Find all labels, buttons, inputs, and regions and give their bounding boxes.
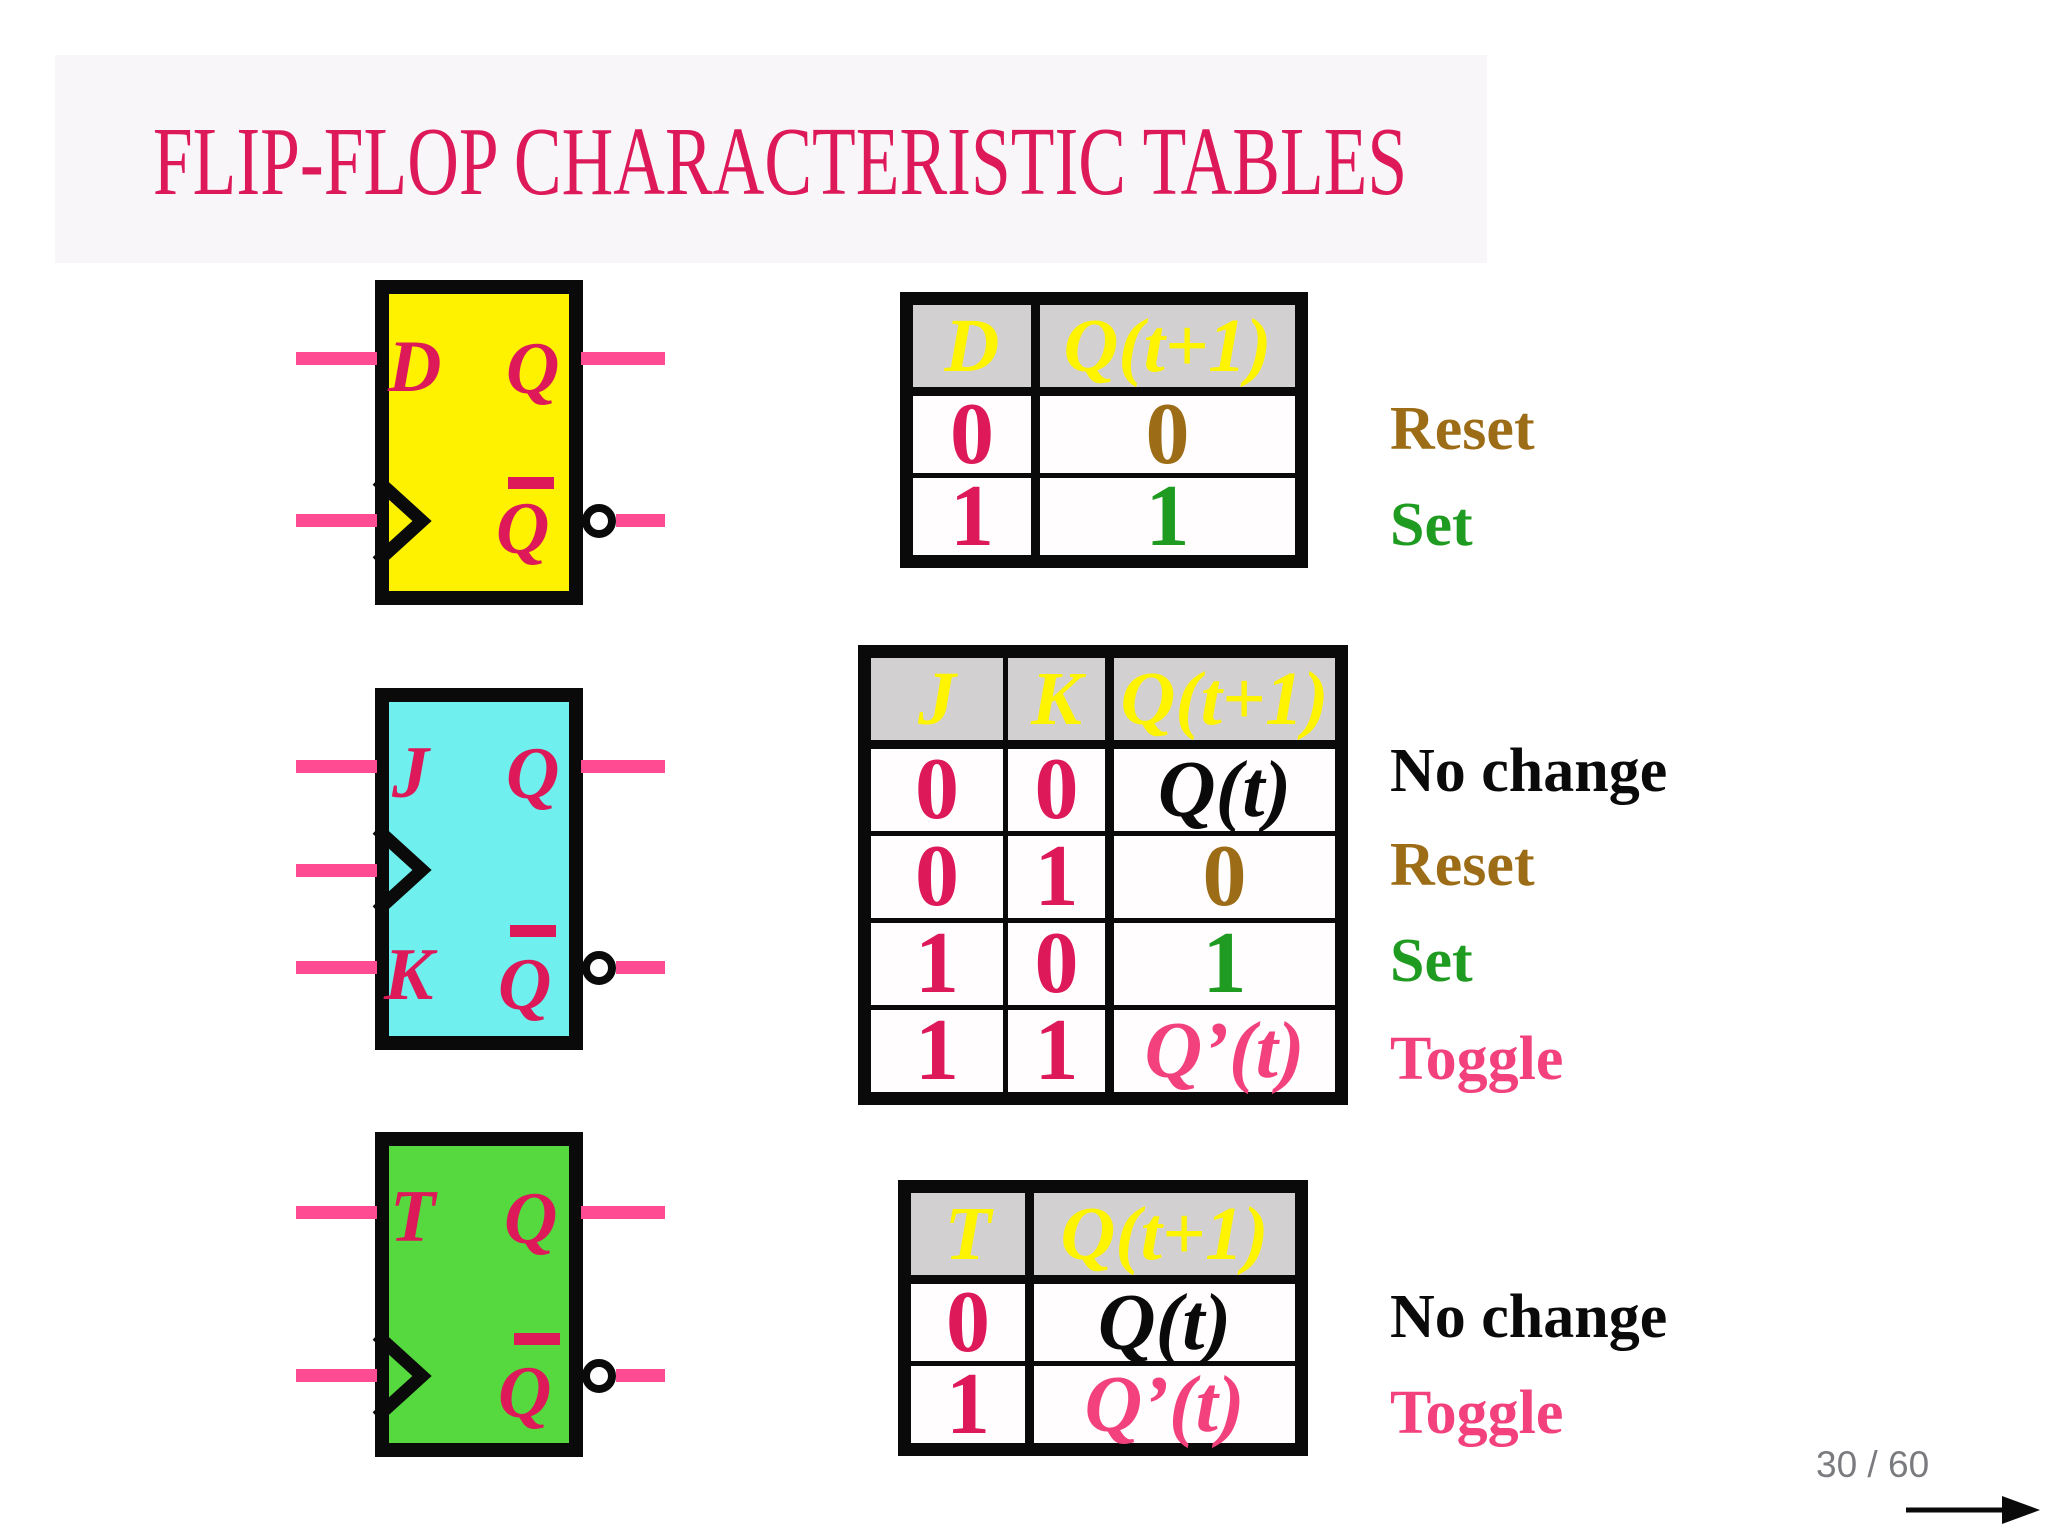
table-cell: 1 [871, 1007, 1008, 1095]
header-cell: Q(t+1) [1120, 657, 1329, 741]
d-q-label: Q [506, 328, 560, 410]
annotation-reset: Reset [1390, 831, 1535, 899]
table-cell: 0 [1008, 920, 1114, 1008]
table-cell: Q(t) [1157, 746, 1292, 834]
header-cell: D [913, 305, 1040, 387]
table-cell: 1 [1008, 833, 1114, 921]
header-cell: T [911, 1193, 1034, 1275]
jk-qbar-label: Q [498, 944, 552, 1026]
table-row: 0 1 0 [871, 828, 1335, 925]
jk-qbar-overbar [510, 925, 556, 937]
t-q-output-wire [581, 1206, 665, 1219]
d-clock-triangle-icon [372, 475, 432, 567]
annotation-reset: Reset [1390, 395, 1535, 463]
t-qbar-output-wire [616, 1369, 665, 1382]
table-row: 1 0 1 [871, 915, 1335, 1012]
t-clock-wire [296, 1369, 377, 1382]
page-indicator: 30 / 60 [1816, 1444, 1930, 1485]
title-band [55, 55, 1487, 263]
table-cell: Q’(t) [1144, 1007, 1305, 1095]
jk-q-label: Q [506, 733, 560, 815]
d-characteristic-table: D Q(t+1) 0 0 1 1 [900, 292, 1308, 568]
t-flipflop-box [375, 1132, 583, 1457]
table-cell: 0 [1202, 828, 1247, 925]
header-cell: K [1008, 658, 1114, 740]
d-clock-wire [296, 514, 377, 527]
table-cell: 1 [1202, 915, 1247, 1012]
table-header-row: T Q(t+1) [911, 1193, 1295, 1284]
d-flipflop-box [375, 280, 583, 605]
table-cell: 1 [1008, 1007, 1114, 1095]
d-qbar-label: Q [496, 488, 550, 570]
jk-characteristic-table: J K Q(t+1) 0 0 Q(t) 0 1 0 1 0 1 1 1 Q’(t… [858, 645, 1348, 1105]
t-qbar-label: Q [498, 1352, 552, 1434]
d-qbar-output-wire [616, 514, 665, 527]
table-row: 0 0 Q(t) [871, 746, 1335, 834]
table-cell: 0 [871, 746, 1008, 834]
jk-j-label: J [392, 732, 429, 814]
table-cell: Q’(t) [1084, 1360, 1245, 1449]
header-cell: Q(t+1) [1063, 304, 1272, 388]
table-header-row: J K Q(t+1) [871, 658, 1335, 749]
table-cell: 1 [1145, 467, 1190, 565]
d-q-output-wire [581, 352, 665, 365]
t-input-label: T [390, 1176, 436, 1258]
t-clock-triangle-icon [372, 1330, 432, 1422]
table-row: 0 Q(t) [911, 1278, 1295, 1367]
table-cell: 0 [1008, 746, 1114, 834]
jk-q-output-wire [581, 760, 665, 773]
d-qbar-overbar [508, 477, 554, 489]
header-cell: Q(t+1) [1060, 1192, 1269, 1276]
jk-qbar-output-wire [616, 961, 665, 974]
table-cell: 1 [913, 472, 1040, 560]
table-row: 0 0 [913, 385, 1295, 483]
table-cell: 0 [913, 390, 1040, 478]
jk-k-input-wire [296, 961, 377, 974]
table-row: 1 1 [913, 467, 1295, 565]
jk-flipflop-box [375, 688, 583, 1050]
annotation-set: Set [1390, 491, 1473, 559]
table-cell: 1 [911, 1360, 1034, 1448]
table-header-row: D Q(t+1) [913, 305, 1295, 396]
t-characteristic-table: T Q(t+1) 0 Q(t) 1 Q’(t) [898, 1180, 1308, 1456]
jk-k-label: K [384, 934, 434, 1016]
table-cell: 1 [871, 920, 1008, 1008]
jk-clock-wire [296, 864, 377, 877]
table-row: 1 Q’(t) [911, 1360, 1295, 1449]
t-input-wire [296, 1206, 377, 1219]
table-cell: 0 [911, 1278, 1034, 1366]
table-cell: 0 [871, 833, 1008, 921]
annotation-toggle: Toggle [1390, 1379, 1564, 1447]
jk-j-input-wire [296, 760, 377, 773]
table-row: 1 1 Q’(t) [871, 1005, 1335, 1095]
annotation-no-change: No change [1390, 1283, 1668, 1351]
page-title: FLIP-FLOP CHARACTERISTIC TABLES [152, 108, 1408, 216]
jk-clock-triangle-icon [372, 824, 432, 916]
t-q-label: Q [504, 1178, 558, 1260]
jk-inversion-bubble [582, 951, 616, 985]
d-input-label: D [388, 326, 442, 408]
d-input-wire [296, 352, 377, 365]
next-arrow-icon[interactable] [1900, 1488, 2048, 1532]
table-cell: Q(t) [1097, 1278, 1232, 1367]
annotation-no-change: No change [1390, 737, 1668, 805]
table-cell: 0 [1145, 385, 1190, 483]
t-qbar-overbar [514, 1333, 560, 1345]
header-cell: J [871, 658, 1008, 740]
annotation-set: Set [1390, 927, 1473, 995]
d-inversion-bubble [582, 504, 616, 538]
annotation-toggle: Toggle [1390, 1025, 1564, 1093]
t-inversion-bubble [582, 1359, 616, 1393]
